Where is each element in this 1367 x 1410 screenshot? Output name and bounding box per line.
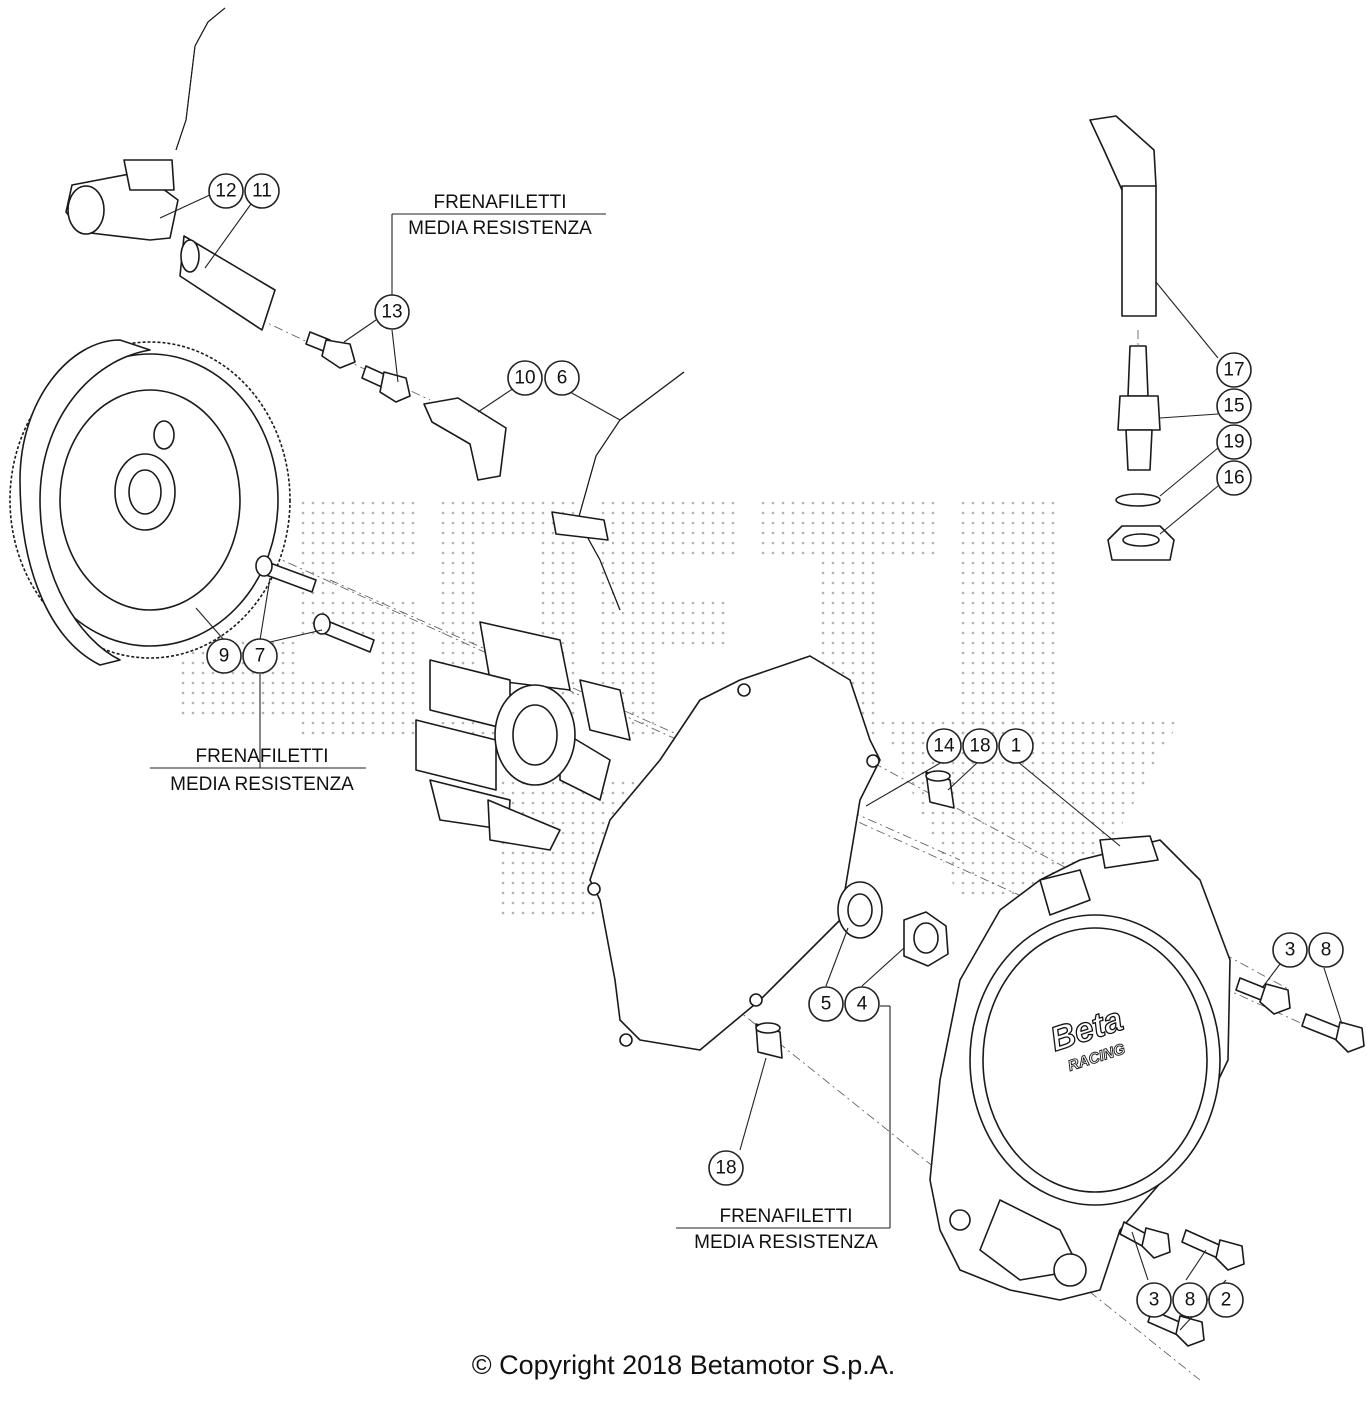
svg-text:17: 17 <box>1223 360 1244 381</box>
note-2-line-2: MEDIA RESISTENZA <box>170 774 354 795</box>
washer-5 <box>837 881 883 939</box>
svg-text:1: 1 <box>1011 736 1022 757</box>
cover-bolts <box>1119 977 1365 1347</box>
stator-6 <box>415 371 685 851</box>
callout-18-top[interactable]: 18 <box>962 728 998 764</box>
note-2-line-1: FRENAFILETTI <box>195 746 328 767</box>
svg-text:2: 2 <box>1221 1290 1232 1311</box>
svg-text:14: 14 <box>933 736 955 757</box>
callout-7[interactable]: 7 <box>242 638 278 674</box>
svg-text:9: 9 <box>219 646 230 667</box>
svg-text:3: 3 <box>1149 1290 1160 1311</box>
svg-text:3: 3 <box>1285 940 1296 961</box>
bolts-7 <box>255 555 375 653</box>
svg-text:16: 16 <box>1223 468 1244 489</box>
ignition-cover-1: Beta RACING <box>929 835 1231 1301</box>
svg-text:8: 8 <box>1321 940 1332 961</box>
copyright-notice: © Copyright 2018 Betamotor S.p.A. <box>471 1350 896 1380</box>
svg-text:10: 10 <box>514 368 535 389</box>
svg-text:13: 13 <box>381 302 402 323</box>
callout-5[interactable]: 5 <box>808 986 844 1022</box>
bolts-13 <box>305 331 411 403</box>
threadlocker-note-1: FRENAFILETTI MEDIA RESISTENZA <box>408 192 592 239</box>
callout-8-upper[interactable]: 8 <box>1308 932 1344 968</box>
callout-3-upper[interactable]: 3 <box>1272 932 1308 968</box>
svg-text:5: 5 <box>821 994 832 1015</box>
note-3-line-1: FRENAFILETTI <box>719 1206 852 1227</box>
svg-text:15: 15 <box>1223 396 1244 417</box>
leader-lines <box>150 193 1343 1331</box>
callouts: 12 11 13 10 6 17 15 19 16 9 7 14 18 1 3 … <box>206 173 1344 1318</box>
svg-text:18: 18 <box>969 736 990 757</box>
svg-text:6: 6 <box>557 368 568 389</box>
callout-9[interactable]: 9 <box>206 638 242 674</box>
callout-18-bottom[interactable]: 18 <box>708 1150 744 1186</box>
callout-12[interactable]: 12 <box>208 173 244 209</box>
note-1-line-2: MEDIA RESISTENZA <box>408 218 592 239</box>
svg-text:11: 11 <box>252 181 272 202</box>
bracket-10 <box>423 397 507 481</box>
flywheel-9 <box>9 339 291 666</box>
gasket-14 <box>587 655 881 1051</box>
callout-4[interactable]: 4 <box>844 986 880 1022</box>
callout-15[interactable]: 15 <box>1216 388 1252 424</box>
svg-text:8: 8 <box>1185 1290 1196 1311</box>
dowel-pins-18 <box>755 770 955 1059</box>
callout-13[interactable]: 13 <box>374 294 410 330</box>
callout-10[interactable]: 10 <box>507 360 543 396</box>
nut-4 <box>903 911 949 967</box>
svg-text:18: 18 <box>715 1158 736 1179</box>
callout-16[interactable]: 16 <box>1216 460 1252 496</box>
callout-3-lower[interactable]: 3 <box>1136 1282 1172 1318</box>
callout-6[interactable]: 6 <box>544 360 580 396</box>
spark-plug-assembly <box>1089 115 1175 561</box>
callout-11[interactable]: 11 <box>244 173 280 209</box>
note-3-line-2: MEDIA RESISTENZA <box>694 1232 878 1253</box>
threadlocker-note-3: FRENAFILETTI MEDIA RESISTENZA <box>694 1206 878 1253</box>
threadlocker-note-2: FRENAFILETTI MEDIA RESISTENZA <box>170 746 354 795</box>
svg-text:4: 4 <box>857 994 868 1015</box>
pickup-sensor <box>65 7 276 331</box>
callout-2[interactable]: 2 <box>1208 1282 1244 1318</box>
callout-8-lower[interactable]: 8 <box>1172 1282 1208 1318</box>
svg-text:7: 7 <box>255 646 266 667</box>
note-1-line-1: FRENAFILETTI <box>433 192 566 213</box>
svg-text:19: 19 <box>1223 432 1244 453</box>
svg-text:12: 12 <box>215 181 236 202</box>
callout-17[interactable]: 17 <box>1216 352 1252 388</box>
callout-14[interactable]: 14 <box>926 728 962 764</box>
callout-19[interactable]: 19 <box>1216 424 1252 460</box>
callout-1[interactable]: 1 <box>998 728 1034 764</box>
